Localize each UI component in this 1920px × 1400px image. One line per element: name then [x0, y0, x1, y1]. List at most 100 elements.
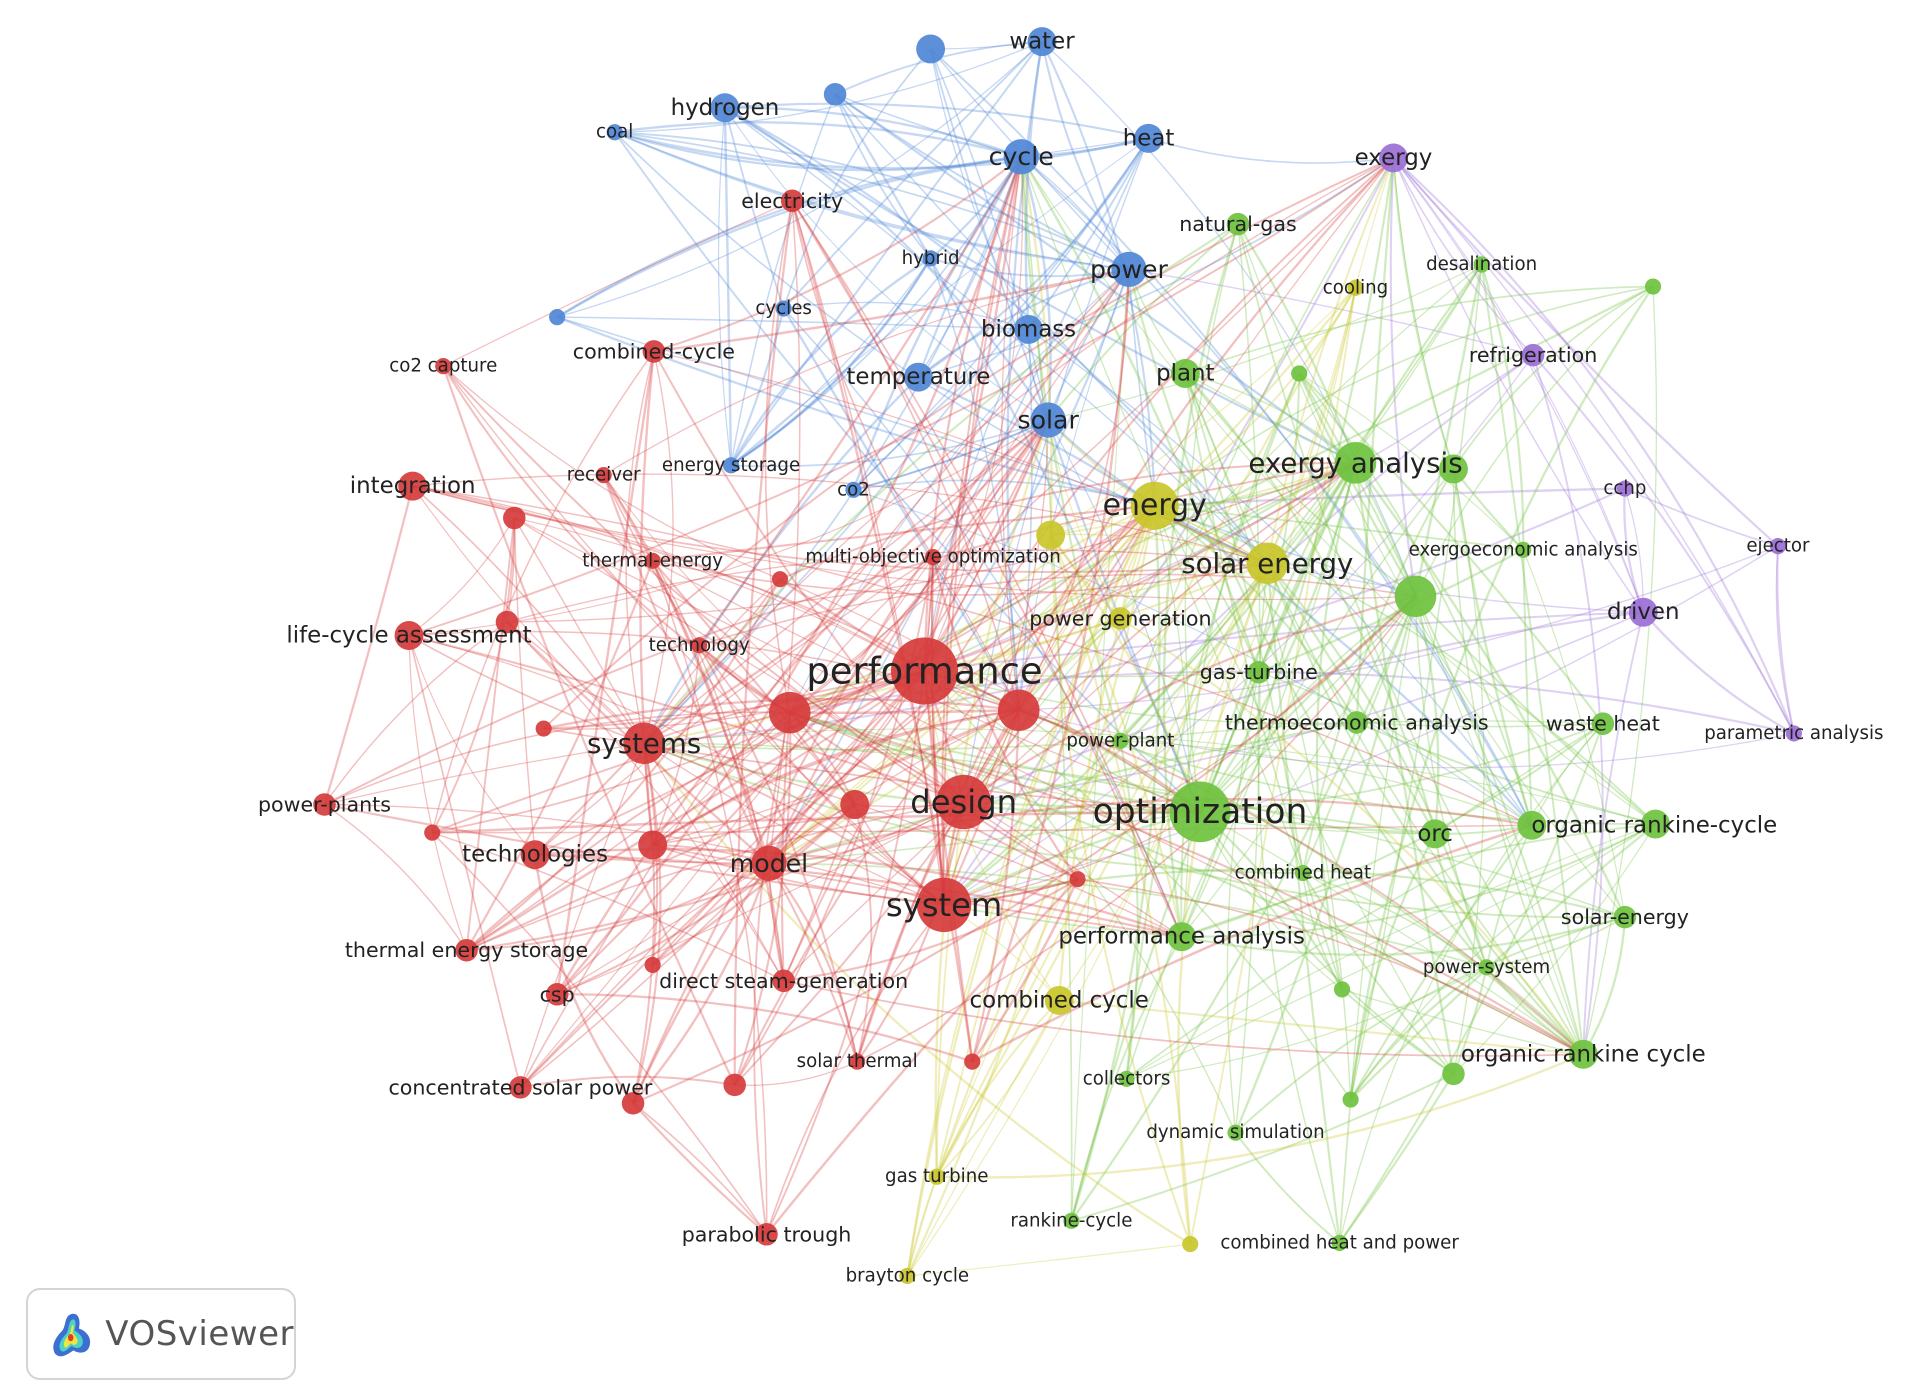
node-combined-heat-and-power[interactable]	[1182, 1236, 1199, 1253]
link-r_int2-r_pp2	[431, 517, 516, 834]
node-system[interactable]	[916, 877, 972, 933]
node-thermal-energy-storage[interactable]	[455, 938, 478, 962]
node-design[interactable]	[936, 774, 991, 830]
node-cycle[interactable]	[1003, 139, 1039, 175]
node-csp[interactable]	[545, 983, 569, 1006]
node-solar-thermal[interactable]	[849, 1053, 866, 1070]
node-energy-storage[interactable]	[722, 457, 740, 474]
node-ejector[interactable]	[1769, 538, 1787, 555]
node-combined-heat[interactable]	[1294, 864, 1311, 882]
node-systems[interactable]	[623, 722, 665, 765]
node-r-csp2[interactable]	[723, 1073, 746, 1097]
node-r-tech2[interactable]	[638, 830, 668, 860]
node-r-small-mo[interactable]	[771, 571, 789, 588]
node-g-farright[interactable]	[1644, 278, 1662, 295]
node-r-st2[interactable]	[964, 1053, 981, 1070]
node-direct-steam-generation[interactable]	[772, 969, 795, 993]
node-thermoeconomic-analysis[interactable]	[1345, 711, 1369, 734]
node-integration[interactable]	[398, 471, 428, 501]
node-r-lca2[interactable]	[495, 610, 519, 634]
node-technologies[interactable]	[520, 840, 550, 870]
label-co2-capture: co2 capture	[389, 356, 497, 377]
node-organic-rankine-cycle-h[interactable]	[1517, 810, 1547, 840]
node-g-small2[interactable]	[1333, 981, 1351, 998]
node-y-mid[interactable]	[1036, 520, 1066, 550]
node-g-small1[interactable]	[1291, 365, 1308, 382]
node-solar-energy-g[interactable]	[1613, 905, 1637, 929]
node-natural-gas[interactable]	[1226, 212, 1250, 236]
node-life-cycle-assessment[interactable]	[394, 621, 424, 650]
node-organic-rankine-cycle[interactable]	[1568, 1039, 1598, 1069]
node-thermal-energy[interactable]	[644, 552, 661, 569]
node-gas-turbine[interactable]	[928, 1168, 945, 1185]
node-combined-cycle-r[interactable]	[642, 340, 666, 363]
node-refrigeration[interactable]	[1521, 343, 1545, 367]
node-electricity[interactable]	[780, 189, 804, 213]
node-water[interactable]	[1027, 27, 1057, 57]
node-parametric-analysis[interactable]	[1785, 725, 1802, 742]
node-r-small-sys[interactable]	[535, 720, 552, 737]
node-power-generation[interactable]	[1109, 607, 1132, 630]
node-coal[interactable]	[606, 124, 623, 141]
node-receiver[interactable]	[595, 467, 612, 484]
node-r-dsg-l[interactable]	[644, 956, 661, 973]
node-combined-cycle[interactable]	[1044, 985, 1074, 1015]
node-temperature[interactable]	[903, 362, 933, 392]
node-model[interactable]	[751, 845, 787, 881]
node-hybrid[interactable]	[922, 250, 939, 267]
node-co2-capture[interactable]	[435, 358, 452, 375]
node-performance-analysis[interactable]	[1167, 922, 1197, 952]
node-r-csp3[interactable]	[621, 1092, 645, 1115]
node-r-pp2[interactable]	[424, 824, 441, 841]
node-cycles[interactable]	[775, 300, 792, 317]
node-desalination[interactable]	[1473, 256, 1490, 273]
node-heat[interactable]	[1134, 123, 1164, 153]
node-power-plants[interactable]	[313, 793, 336, 816]
node-concentrated-solar-power[interactable]	[509, 1076, 532, 1099]
node-energy[interactable]	[1130, 481, 1179, 530]
node-exergoeconomic-analysis[interactable]	[1515, 541, 1532, 558]
node-gas-turbine-g[interactable]	[1247, 660, 1271, 684]
node-b-small1[interactable]	[823, 83, 847, 106]
node-waste-heat[interactable]	[1591, 712, 1615, 735]
node-exergy[interactable]	[1379, 143, 1408, 173]
node-b-top[interactable]	[916, 34, 946, 64]
node-r-int2[interactable]	[503, 506, 526, 530]
node-orc[interactable]	[1420, 819, 1450, 849]
node-g-orc-right[interactable]	[1641, 809, 1670, 839]
node-cooling[interactable]	[1347, 279, 1364, 296]
node-b-left[interactable]	[549, 309, 566, 326]
node-collectors[interactable]	[1118, 1070, 1135, 1087]
node-r-perf-r[interactable]	[997, 689, 1040, 732]
node-solar[interactable]	[1030, 402, 1066, 438]
node-multi-objective-optimization[interactable]	[924, 549, 942, 566]
node-r-small-opt[interactable]	[1069, 871, 1086, 888]
node-plant[interactable]	[1170, 359, 1200, 388]
node-g-small3[interactable]	[1342, 1091, 1359, 1108]
node-hydrogen[interactable]	[710, 93, 740, 123]
node-cchp[interactable]	[1616, 480, 1633, 497]
link-technology-r_small_opt	[698, 644, 1078, 881]
node-dynamic-simulation[interactable]	[1227, 1124, 1244, 1141]
node-optimization[interactable]	[1169, 781, 1231, 843]
node-parabolic-trough[interactable]	[755, 1223, 778, 1246]
node-rankine-cycle[interactable]	[1063, 1212, 1080, 1229]
node-co2[interactable]	[845, 481, 862, 498]
node-r-design-l[interactable]	[840, 790, 870, 819]
node-brayton-cycle[interactable]	[899, 1267, 916, 1284]
node-power-plant-g[interactable]	[1112, 732, 1129, 749]
node-biomass[interactable]	[1014, 314, 1044, 344]
node-combined-heat-and-power-g[interactable]	[1331, 1234, 1348, 1251]
node-technology[interactable]	[691, 637, 708, 654]
node-g-big[interactable]	[1394, 575, 1437, 618]
node-power[interactable]	[1111, 251, 1147, 288]
node-driven[interactable]	[1628, 597, 1658, 627]
node-performance[interactable]	[890, 637, 959, 705]
node-solar-energy[interactable]	[1246, 542, 1289, 585]
node-g-ea2[interactable]	[1439, 454, 1468, 484]
node-g-orc2[interactable]	[1442, 1062, 1465, 1086]
node-r-perf-l[interactable]	[768, 691, 811, 734]
node-exergy-analysis[interactable]	[1334, 442, 1377, 484]
node-power-system[interactable]	[1478, 959, 1495, 976]
link-organic_rankine_cycle_h-power_system	[1485, 824, 1533, 968]
